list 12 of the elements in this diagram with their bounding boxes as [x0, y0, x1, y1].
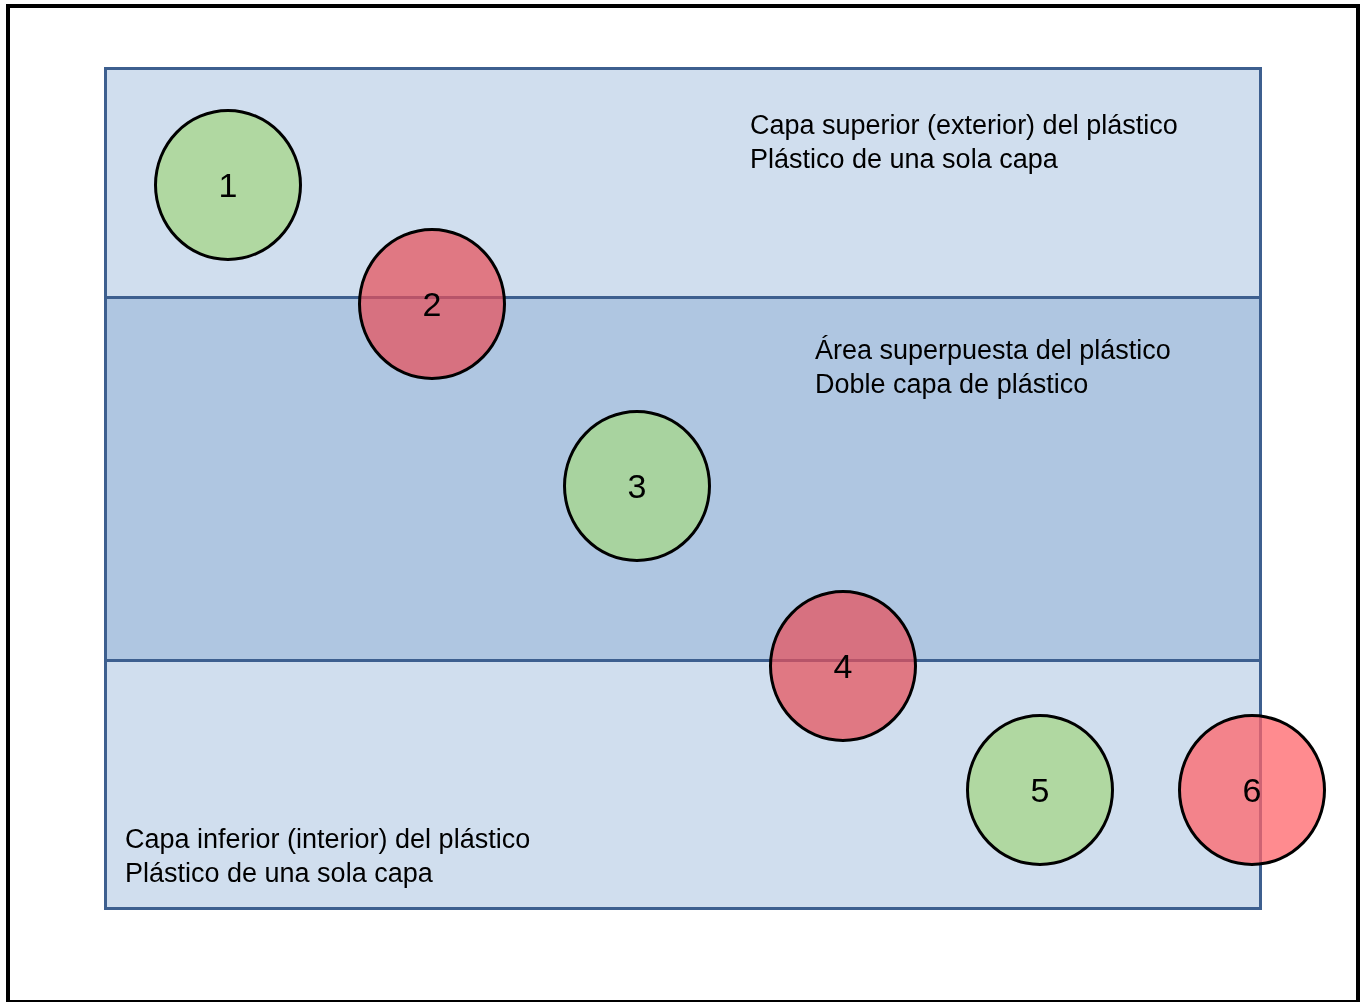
layer-label: Plástico de una sola capa [125, 857, 433, 890]
layer-label: Área superpuesta del plástico [815, 334, 1171, 367]
layer-label: Capa inferior (interior) del plástico [125, 823, 531, 856]
layer-label: Capa superior (exterior) del plástico [750, 109, 1178, 142]
layer-label: Plástico de una sola capa [750, 143, 1058, 176]
circle-number: 2 [422, 287, 442, 321]
layer-label: Doble capa de plástico [815, 368, 1089, 401]
circle-number: 5 [1030, 773, 1050, 807]
circle-number: 6 [1242, 773, 1262, 807]
circle-number: 3 [627, 469, 647, 503]
circle-number: 1 [218, 168, 238, 202]
circle-number: 4 [833, 649, 853, 683]
